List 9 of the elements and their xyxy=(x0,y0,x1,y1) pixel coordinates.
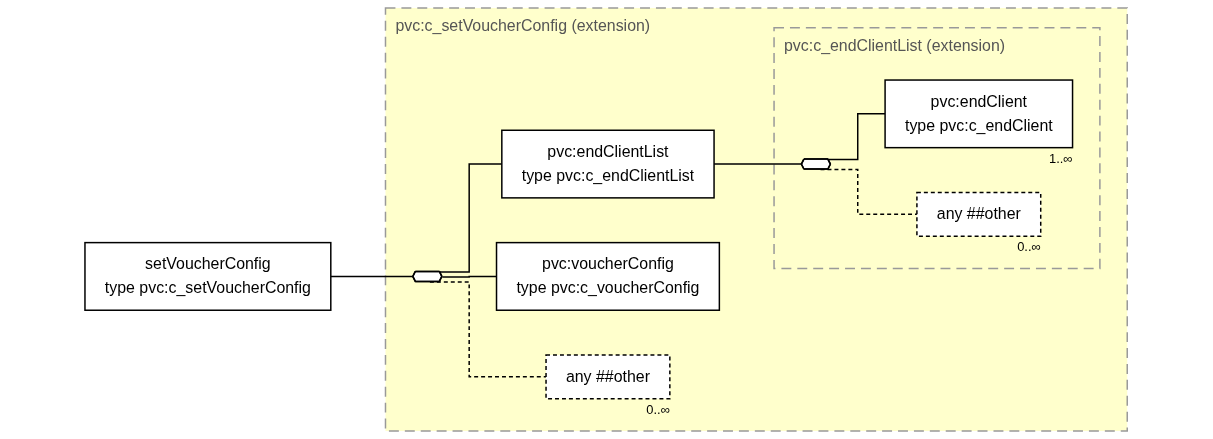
cardinality-label: 1..∞ xyxy=(1049,150,1073,166)
cardinality-label: 0..∞ xyxy=(1017,239,1042,255)
node-box: any ##other xyxy=(916,191,1042,237)
node-box: setVoucherConfig type pvc:c_setVoucherConfig xyxy=(84,241,332,311)
cardinality-label: 0..∞ xyxy=(646,401,671,417)
node-box: pvc:endClient type pvc:c_endClient xyxy=(884,79,1074,149)
node-box: any ##other xyxy=(545,354,671,400)
node-box: pvc:voucherConfig type pvc:c_voucherConfig xyxy=(496,241,721,311)
node-box: pvc:endClientList type pvc:c_endClientList xyxy=(501,129,716,199)
